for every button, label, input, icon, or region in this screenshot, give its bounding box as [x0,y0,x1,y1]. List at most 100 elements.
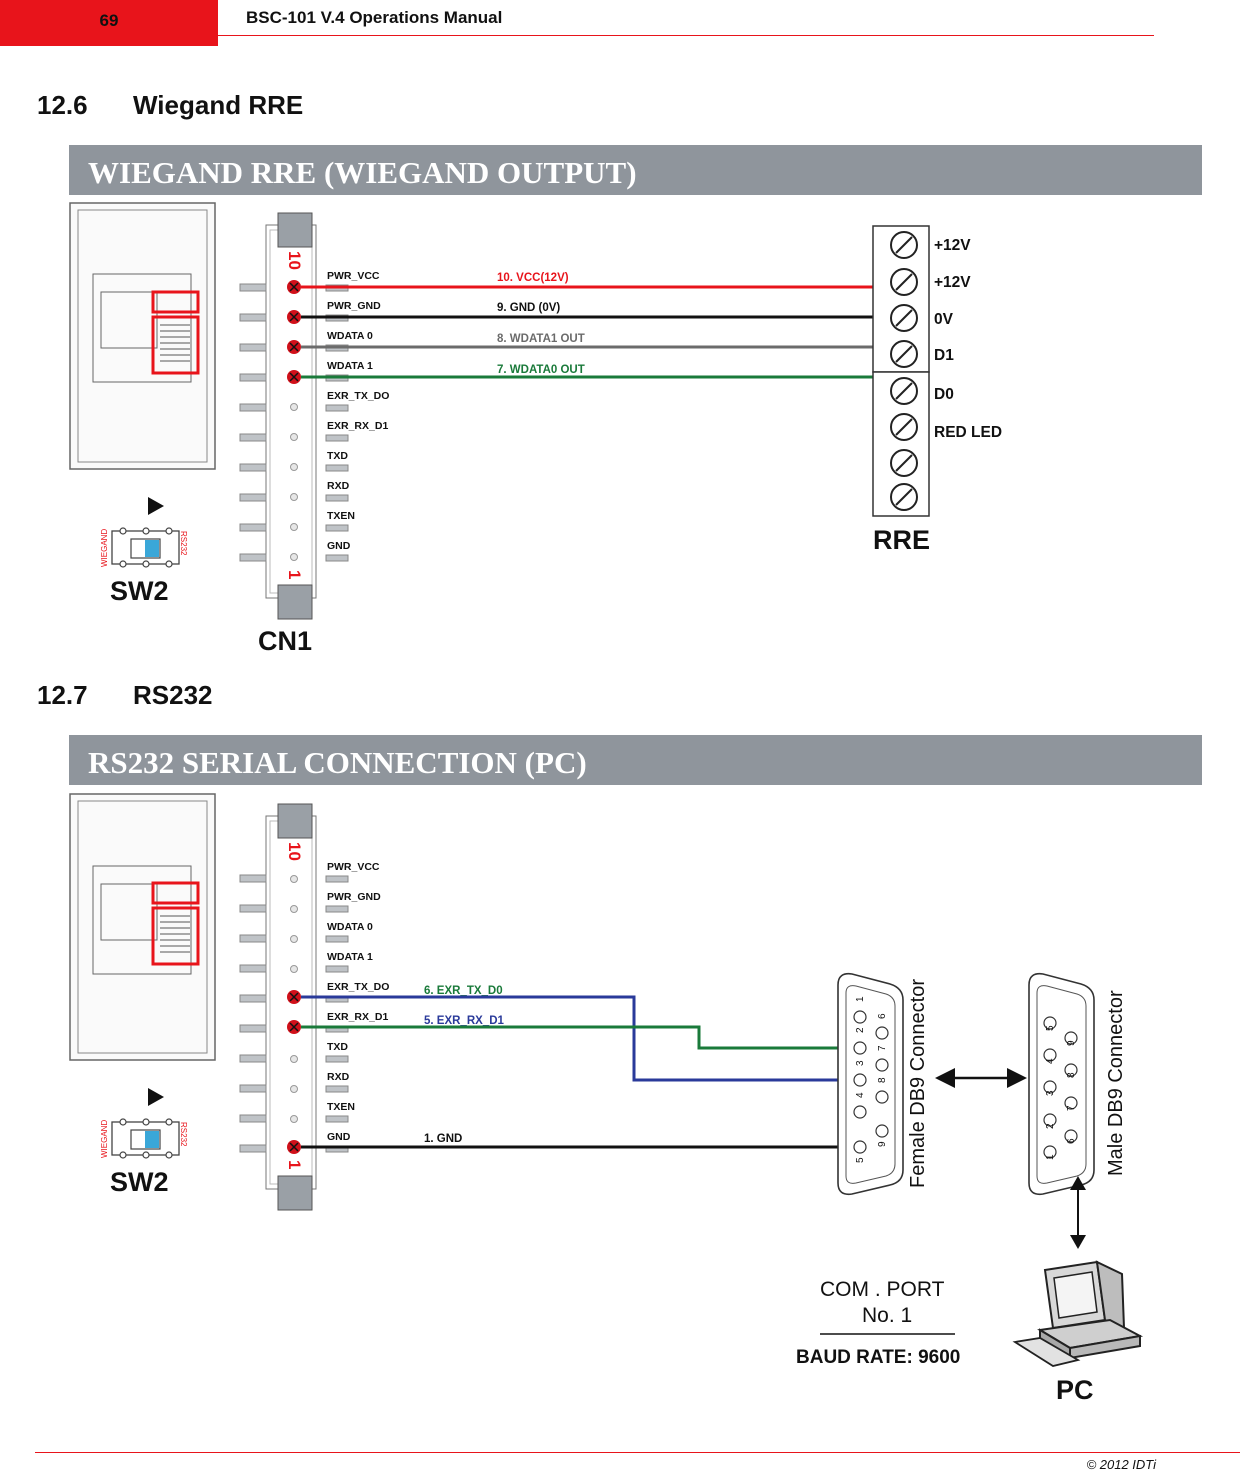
pin-label: GND [327,1131,351,1143]
pc-computer-icon: PC [1012,1260,1144,1405]
db9-pin-number: 3 [855,1060,866,1066]
db9-pin-number: 7 [877,1045,888,1051]
pin-label: GND [327,540,351,552]
rre-label: RRE [873,525,930,555]
db9-pin-number: 1 [855,996,866,1002]
db9-pin-number: 9 [1066,1040,1077,1046]
wire-label: 1. GND [424,1133,462,1145]
switch-left-label: WIEGAND [100,1120,109,1158]
pin-1-label: 1 [285,1160,304,1169]
copyright-text: © 2012 IDTi [1086,1457,1156,1472]
female-db9-connector: 1 2 3 4 5 6 7 8 9 Female DB9 Connector [837,972,929,1196]
header-rule [218,35,1154,36]
db9-pin-number: 8 [877,1077,888,1083]
section-12-7-heading: 12.7 RS232 [37,680,213,711]
db9-pin-number: 6 [1066,1138,1077,1144]
wire-label: 8. WDATA1 OUT [497,333,585,345]
wires: 6. EXR_TX_D0 5. EXR_RX_D1 1. GND [301,985,856,1149]
db9-pin-number: 5 [855,1157,866,1163]
pin-label: EXR_TX_DO [327,981,389,993]
play-arrow-icon [148,497,164,515]
play-arrow-icon [148,1088,164,1106]
sw2-highlight [151,290,200,314]
wiegand-diagram: WIEGAND RRE (WIEGAND OUTPUT) [69,145,1202,656]
diagram-banner [69,145,1202,195]
pin-label: EXR_TX_DO [327,390,389,402]
wire-label: 9. GND (0V) [497,302,560,314]
pin-label: RXD [327,480,350,492]
pin-label: EXR_RX_D1 [327,1011,388,1023]
pin-label: TXEN [327,1101,355,1113]
section-12-6-heading: 12.6 Wiegand RRE [37,90,303,121]
wire-label: 10. VCC(12V) [497,272,569,284]
pin-1-label: 1 [285,570,304,579]
pc-label: PC [1056,1375,1094,1405]
pin-label: PWR_VCC [327,270,380,282]
db9-pin-number: 1 [1045,1154,1056,1160]
cn1-connector: 10 1 PWR_VCC PWR_GND WDATA 0 WDATA 1 EXR… [239,212,389,656]
pin-label: PWR_GND [327,300,381,312]
pin-label: TXEN [327,510,355,522]
terminal-label: D0 [934,386,954,403]
pin-label: TXD [327,1041,348,1053]
section-number: 12.6 [37,90,88,120]
controller-board [69,202,216,470]
pin-label: WDATA 0 [327,921,373,933]
wire-tx [301,995,856,1082]
db9-pin-number: 4 [1045,1058,1056,1064]
sw2-label: SW2 [110,1167,169,1197]
banner-title: RS232 SERIAL CONNECTION (PC) [88,745,587,780]
wire-label: 6. EXR_TX_D0 [424,985,503,997]
switch-right-label: RS232 [179,1122,188,1147]
section-title: RS232 [133,680,213,710]
switch-left-label: WIEGAND [100,529,109,567]
footer-rule [35,1452,1240,1453]
pin-10-label: 10 [285,251,304,270]
db9-pin-number: 3 [1045,1090,1056,1096]
terminal-label: +12V [934,237,971,254]
active-pin-markers [287,990,301,1154]
controller-board [69,793,216,1061]
terminal-label: +12V [934,274,971,291]
pin-label: TXD [327,450,348,462]
pin-label: PWR_GND [327,891,381,903]
double-arrow-icon [935,1068,1027,1088]
pin-label: WDATA 1 [327,360,373,372]
vertical-double-arrow-icon [1070,1176,1086,1249]
page-number: 69 [0,0,218,46]
pin-label: WDATA 0 [327,330,373,342]
banner-title: WIEGAND RRE (WIEGAND OUTPUT) [88,155,637,190]
rre-terminal-block: +12V +12V 0V D1 D0 RED LED RRE [872,225,1002,555]
baud-rate-label: BAUD RATE: 9600 [796,1347,960,1368]
db9-pin-number: 5 [1045,1025,1056,1031]
wire-label: 7. WDATA0 OUT [497,364,585,376]
wires: 10. VCC(12V) 9. GND (0V) 8. WDATA1 OUT 7… [301,272,890,379]
rs232-diagram: RS232 SERIAL CONNECTION (PC) [69,735,1202,1405]
terminal-label: 0V [934,311,954,328]
sw2-label: SW2 [110,576,169,606]
terminal-label: D1 [934,347,954,364]
db9-pin-number: 7 [1066,1105,1077,1111]
terminal-label: RED LED [934,424,1002,441]
db9-pin-number: 9 [877,1141,888,1147]
wire-label: 5. EXR_RX_D1 [424,1015,505,1027]
cn1-connector: 10 1 PWR_VCC PWR_GND WDATA 0 WDATA 1 EXR… [239,803,389,1211]
pin-label: RXD [327,1071,350,1083]
dip-highlight [151,906,200,966]
male-db9-connector: 5 4 3 2 1 9 8 7 6 Male DB9 Connector [1028,972,1127,1196]
sw2-switch: WIEGAND RS232 SW2 [100,1088,188,1197]
wire-rx [301,1025,856,1050]
pin-label: PWR_VCC [327,861,380,873]
com-port-number: No. 1 [862,1304,912,1327]
diagram-banner [69,735,1202,785]
cn1-label: CN1 [258,626,312,656]
section-number: 12.7 [37,680,88,710]
document-title: BSC-101 V.4 Operations Manual [246,8,503,27]
db9-pin-number: 2 [1045,1123,1056,1129]
section-title: Wiegand RRE [133,90,304,120]
pin-label: EXR_RX_D1 [327,420,388,432]
db9-pin-number: 4 [855,1092,866,1098]
db9-pin-number: 8 [1066,1072,1077,1078]
pin-label: WDATA 1 [327,951,373,963]
dip-highlight [151,315,200,375]
